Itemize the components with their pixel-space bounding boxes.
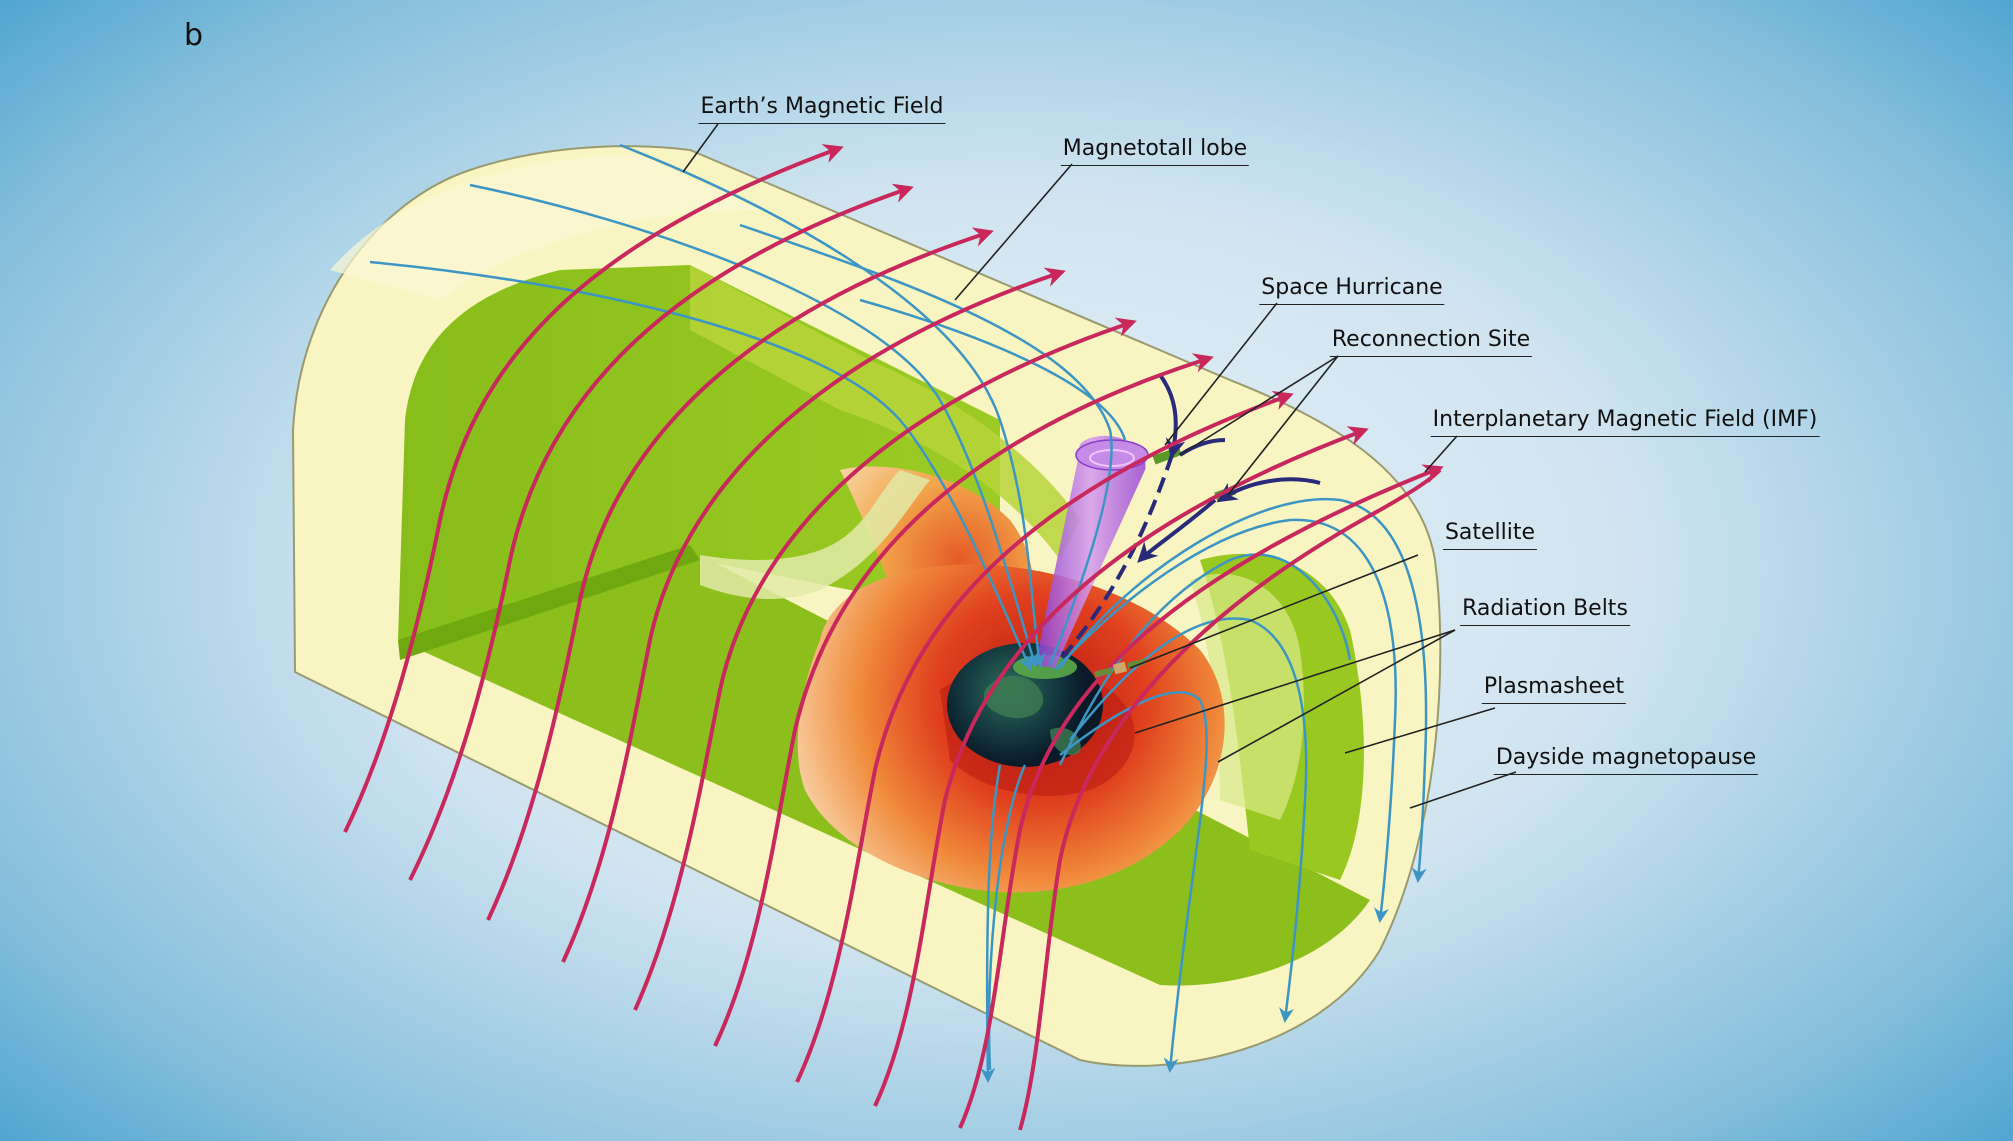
label-earths-magnetic-field: Earth’s Magnetic Field [698, 94, 946, 124]
leader-lines [682, 123, 1517, 809]
label-space-hurricane: Space Hurricane [1259, 275, 1445, 305]
label-reconnection-site: Reconnection Site [1329, 327, 1533, 357]
label-plasmasheet: Plasmasheet [1481, 674, 1627, 704]
panel-letter: b [184, 18, 204, 53]
label-magnetotail-lobe: Magnetotall lobe [1060, 136, 1250, 166]
plasmasheet-top [690, 265, 1080, 560]
plasmasheet-floor-front [398, 545, 700, 660]
plasmasheet-ridge [700, 470, 930, 600]
satellite-icon [1094, 658, 1146, 678]
label-imf: Interplanetary Magnetic Field (IMF) [1430, 407, 1820, 437]
label-radiation-belts: Radiation Belts [1460, 596, 1630, 626]
magnetosphere-highlight [330, 155, 760, 300]
label-dayside-magnetopause: Dayside magnetopause [1493, 745, 1759, 775]
imf-lines [343, 144, 1444, 1131]
label-satellite: Satellite [1442, 520, 1538, 550]
